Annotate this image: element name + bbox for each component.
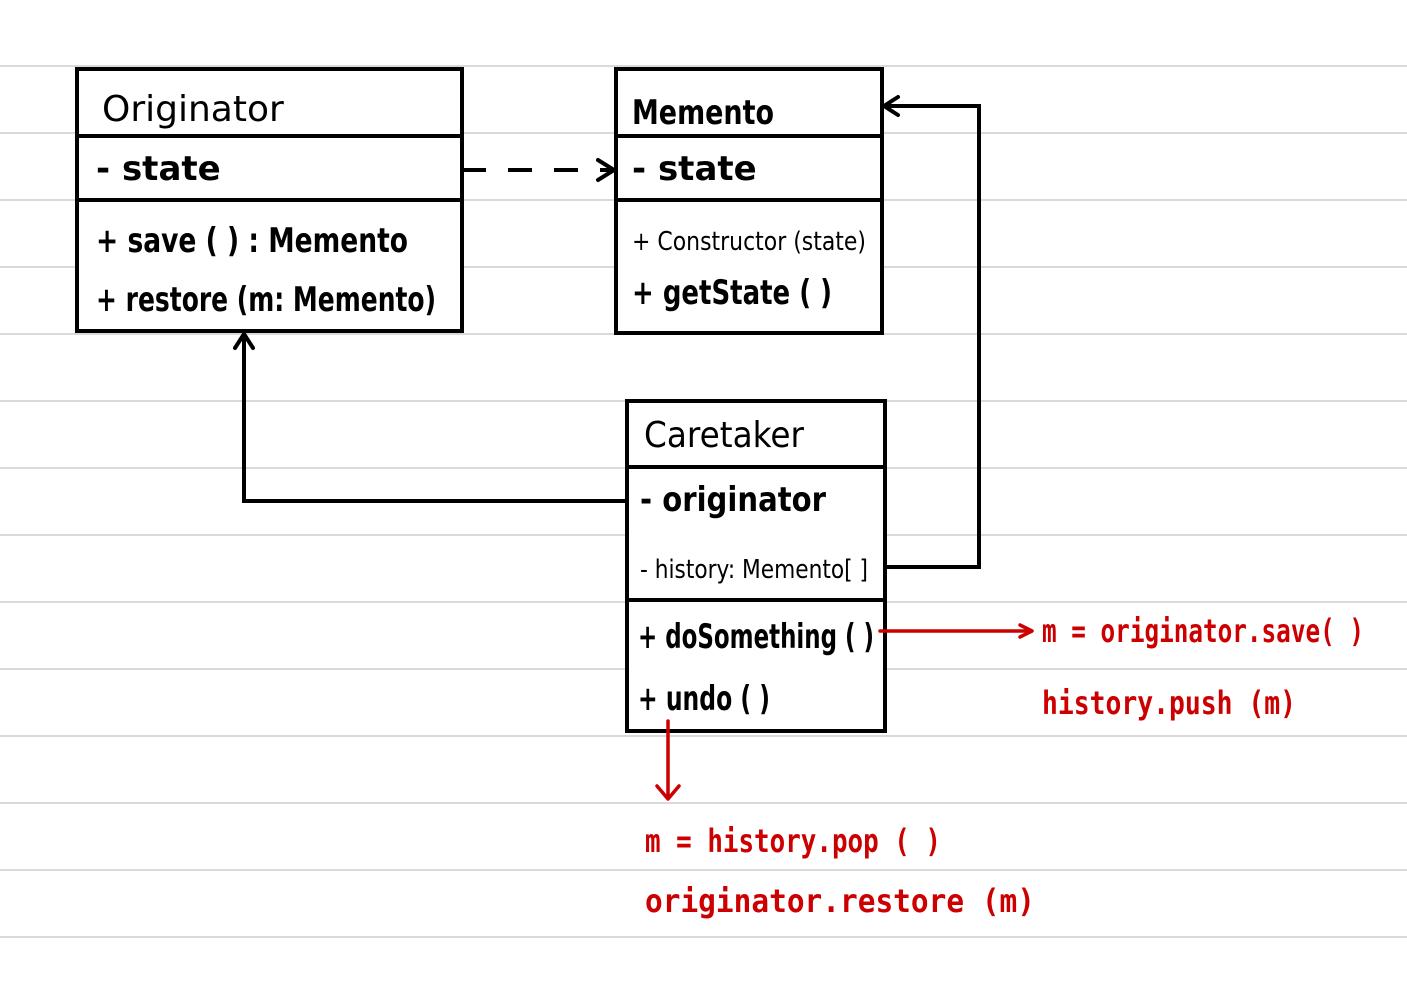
attribute-originator: - originator	[640, 480, 826, 520]
attribute-history: - history: Memento[ ]	[640, 555, 868, 585]
method-save: + save ( ) : Memento	[96, 221, 408, 261]
connector-line	[885, 104, 981, 569]
arrowhead	[596, 158, 616, 182]
attribute-state: - state	[632, 149, 757, 189]
note-line: m = originator.save( )	[1042, 612, 1364, 650]
class-name: Originator	[102, 89, 284, 130]
note-undo: m = history.pop ( ) originator.restore (…	[645, 719, 1035, 920]
class-originator[interactable]: Originator - state + save ( ) : Memento …	[75, 67, 464, 333]
note-line: history.push (m)	[1042, 684, 1296, 722]
method-constructor: + Constructor (state)	[632, 227, 866, 257]
method-getstate: + getState ( )	[632, 273, 832, 313]
method-undo: + undo ( )	[638, 679, 770, 719]
connector-line	[242, 336, 627, 503]
dependency-arrow	[462, 158, 616, 182]
note-dosomething: m = originator.save( ) history.push (m)	[878, 612, 1364, 722]
class-box	[625, 399, 887, 733]
association-arrow-memento	[882, 95, 981, 569]
class-caretaker[interactable]: Caretaker - originator - history: Mement…	[625, 399, 887, 733]
class-name: Caretaker	[644, 415, 804, 456]
red-arrowhead	[655, 784, 681, 801]
class-name: Memento	[632, 93, 774, 133]
association-arrow-originator	[233, 332, 627, 503]
class-memento[interactable]: Memento - state + Constructor (state) + …	[614, 67, 884, 335]
note-line: m = history.pop ( )	[645, 822, 941, 860]
method-dosomething: + doSomething ( )	[638, 617, 874, 657]
arrowhead	[233, 332, 255, 350]
attribute-state: - state	[96, 149, 221, 189]
method-restore: + restore (m: Memento)	[96, 280, 436, 320]
arrowhead	[882, 95, 900, 117]
red-arrowhead	[1018, 623, 1034, 639]
note-line: originator.restore (m)	[645, 882, 1035, 920]
